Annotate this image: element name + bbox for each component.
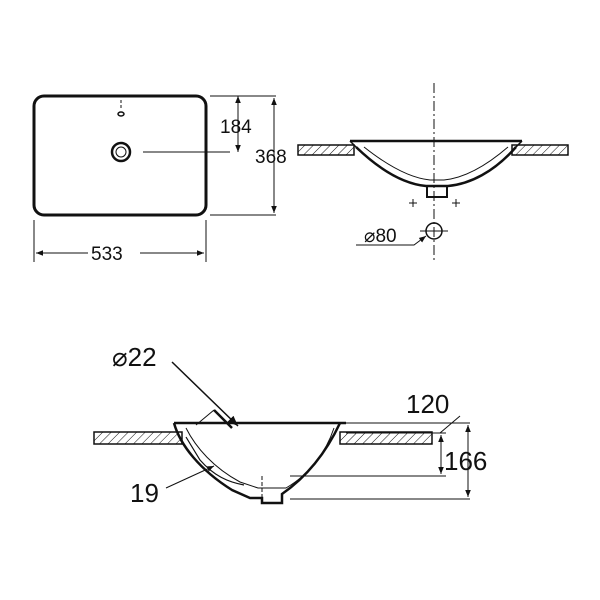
dim-total-height: 166 bbox=[444, 446, 487, 476]
dim-depth: 368 bbox=[255, 147, 287, 168]
section-counter-left bbox=[93, 431, 183, 445]
leader-120 bbox=[439, 415, 461, 434]
leader-19 bbox=[165, 465, 215, 489]
dim-overflow: 19 bbox=[130, 478, 159, 508]
front-view bbox=[297, 83, 569, 260]
bowl-outer bbox=[355, 146, 517, 188]
drain-hole bbox=[110, 141, 132, 163]
basin-outline bbox=[32, 94, 208, 217]
section-bowl-inner bbox=[185, 427, 335, 489]
counter-right bbox=[511, 144, 569, 156]
dim-bowl-depth: 120 bbox=[406, 389, 449, 419]
drain-hole-inner bbox=[115, 146, 127, 158]
section-counter-right bbox=[339, 431, 433, 445]
section-view bbox=[93, 361, 471, 505]
dim-overflow-diameter: ⌀22 bbox=[112, 342, 157, 372]
tap-hole-mark bbox=[117, 111, 125, 117]
bowl-inner bbox=[363, 146, 509, 181]
leader-dia-80 bbox=[356, 235, 427, 246]
dim-tap-offset: 184 bbox=[220, 117, 252, 138]
dim-drain-diameter: ⌀80 bbox=[364, 226, 397, 247]
counter-left bbox=[297, 144, 355, 156]
leader-dia-22 bbox=[171, 361, 239, 427]
dim-width: 533 bbox=[91, 244, 123, 265]
overflow-channel bbox=[185, 436, 245, 486]
top-view bbox=[32, 94, 277, 262]
drain-outlet bbox=[426, 186, 448, 198]
